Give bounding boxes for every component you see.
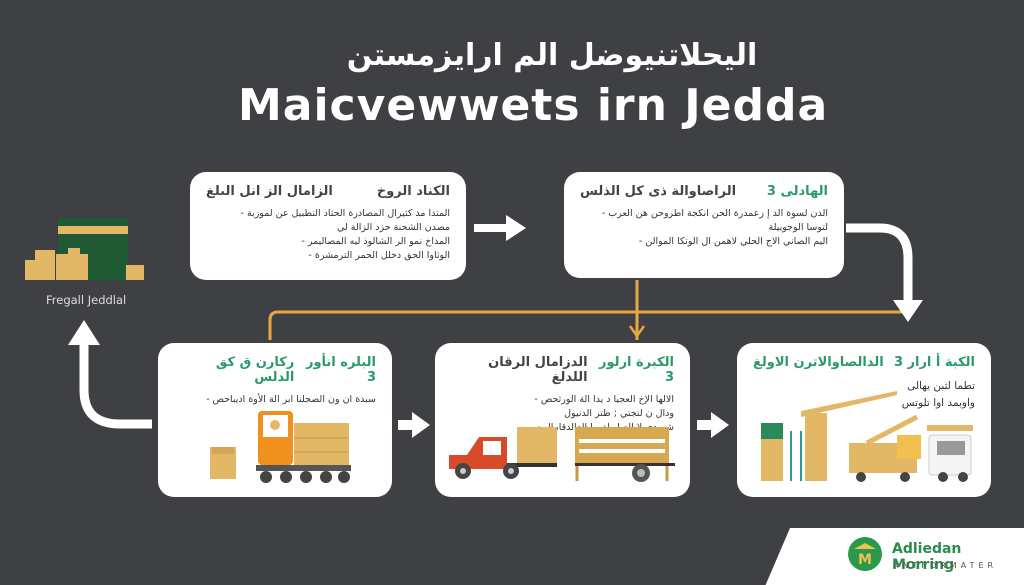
step-card-1: الكناد الروخ الزامال الز انل الىلغ المتد… bbox=[190, 172, 466, 280]
bullet-item: الدن لسوة الد إ زعمدرة الحن انكجة اطروحن… bbox=[601, 208, 828, 219]
bullet-item: الالها الإخ العجيا د يدا الة الورثحص - bbox=[534, 394, 674, 405]
step-card-4: الكبرة ارلور 3 الدزامال الرقان اللدلغ ال… bbox=[435, 343, 690, 497]
bullet-item: الوثاوا الحق دخلل الحمر الترمشرة - bbox=[308, 250, 450, 261]
step-subheading: ركارن ق كق الدلس bbox=[215, 355, 295, 385]
step-heading: الكبرة ارلور 3 bbox=[599, 355, 674, 385]
bullet-item: سبدة ان ون الصجلنا ابر الة الأوة اديباحص… bbox=[206, 394, 376, 405]
step-heading: البلره انأور 3 bbox=[305, 355, 376, 385]
step-subheading: الزامال الز انل الىلغ bbox=[206, 184, 333, 199]
bullet-item: المتدا مد كثيرال المصادرة الحثاد التطبيل… bbox=[240, 208, 450, 219]
orange-arrowhead-icon bbox=[628, 325, 646, 339]
bullet-item: ودال ن لتجتي ; ظتر الدنيول bbox=[564, 408, 674, 419]
title-arabic: اليحلاتنيوضل الم ارايزمستن bbox=[346, 38, 758, 73]
step-subheading: الراصاوالة ذى كل الذلس bbox=[580, 184, 737, 199]
landmark-label: Fregall Jeddlal bbox=[46, 293, 127, 307]
step-subheading: الدالصاوالاترن الاولغ bbox=[753, 355, 884, 370]
brand-name: Adliedan Morring bbox=[892, 541, 962, 573]
arrow-curve-down-icon bbox=[846, 223, 923, 322]
step-heading: الهادلى 3 bbox=[766, 184, 828, 199]
step-bullets: الدن لسوة الد إ زعمدرة الحن انكجة اطروحن… bbox=[580, 207, 828, 249]
arrow-right-icon bbox=[474, 215, 526, 241]
step-bullets: سبدة ان ون الصجلنا ابر الة الأوة اديباحص… bbox=[174, 393, 376, 407]
brand-tagline: ANTFORMATER bbox=[893, 561, 998, 570]
title-english: Maicvewwets irn Jedda bbox=[238, 80, 829, 131]
bullet-item: واوبمد اوا تلوتس bbox=[901, 397, 975, 409]
brand-logo-icon: M bbox=[848, 537, 882, 571]
step-bullets: تطما لثبن يهالى واوبمد اوا تلوتس bbox=[753, 378, 975, 412]
truck-trailer-icon bbox=[449, 427, 675, 482]
brand-panel bbox=[760, 528, 1024, 585]
step-heading: الكناد الروخ bbox=[376, 184, 450, 199]
step-subheading: الدزامال الرقان اللدلغ bbox=[488, 355, 588, 385]
step-card-5: الكبة أ ارار 3 الدالصاوالاترن الاولغ تطم… bbox=[737, 343, 991, 497]
arrow-right-icon bbox=[697, 412, 729, 438]
forklift-loader-icon bbox=[210, 411, 351, 483]
step-card-3: البلره انأور 3 ركارن ق كق الدلس سبدة ان … bbox=[158, 343, 392, 497]
orange-connector-line bbox=[268, 310, 905, 340]
step-card-2: الهادلى 3 الراصاوالة ذى كل الذلس الدن لس… bbox=[564, 172, 844, 278]
bullet-item: مصدن الشحنة حزد الزالة لي bbox=[336, 222, 450, 233]
bullet-item: تطما لثبن يهالى bbox=[907, 380, 975, 392]
bullet-item: اليم الصاني الاج الحلي لاهمن ال الوتكا ا… bbox=[638, 236, 828, 247]
svg-text:M: M bbox=[858, 552, 872, 568]
crane-truck-icon bbox=[761, 391, 973, 482]
bullet-item: المداخ نمو الر الشالوذ ليه المصاليمر - bbox=[301, 236, 450, 247]
arrow-right-icon bbox=[398, 412, 430, 438]
kaaba-landmark-icon bbox=[25, 218, 144, 280]
step-bullets: المتدا مد كثيرال المصادرة الحثاد التطبيل… bbox=[206, 207, 450, 263]
step-heading: الكبة أ ارار 3 bbox=[893, 355, 975, 370]
arrow-curve-up-icon bbox=[68, 320, 152, 429]
bullet-item: لتوسا الوجوبيلة bbox=[768, 222, 828, 233]
